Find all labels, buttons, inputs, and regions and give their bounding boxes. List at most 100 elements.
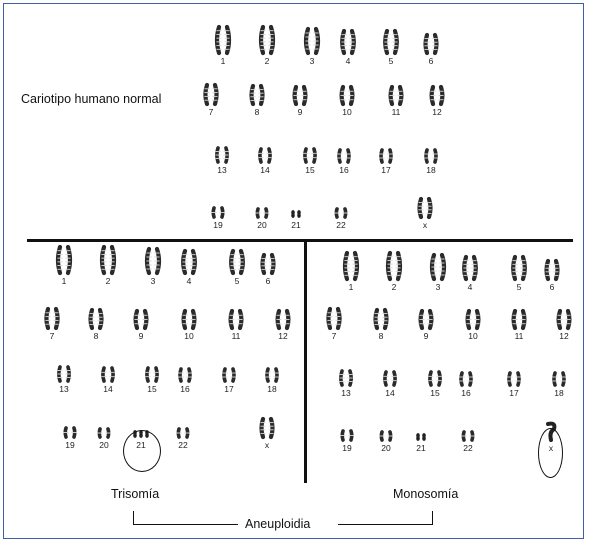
trisomy-chromosome-number-5: 5: [226, 276, 248, 286]
normal-chromosome-number-19: 19: [207, 220, 229, 230]
monosomy-chromosome-number-14: 14: [379, 388, 401, 398]
normal-chromosome-number-11: 11: [385, 107, 407, 117]
trisomy-chromosome-number-x: x: [256, 440, 278, 450]
monosomy-chromosome-number-18: 18: [548, 388, 570, 398]
trisomy-chromosome-number-13: 13: [53, 384, 75, 394]
normal-chromosome-pair-2: [254, 25, 280, 55]
normal-chromosome-number-9: 9: [289, 107, 311, 117]
normal-chromosome-pair-13: [209, 146, 235, 164]
monosomy-chromosome-pair-13: [333, 369, 359, 387]
monosomy-chromosome-pair-9: [413, 309, 439, 330]
monosomy-chromosome-number-21: 21: [410, 443, 432, 453]
normal-chromosome-pair-14: [252, 147, 278, 164]
trisomy-chromosome-pair-1: [51, 245, 77, 275]
monosomy-chromosome-pair-3: [425, 253, 451, 281]
normal-chromosome-number-16: 16: [333, 165, 355, 175]
trisomy-chromosome-number-12: 12: [272, 331, 294, 341]
vertical-divider: [304, 240, 307, 483]
monosomy-label: Monosomía: [393, 487, 458, 501]
normal-chromosome-pair-12: [424, 85, 450, 106]
normal-chromosome-number-12: 12: [426, 107, 448, 117]
trisomy-chromosome-number-9: 9: [130, 331, 152, 341]
monosomy-chromosome-pair-10: [460, 309, 486, 330]
trisomy-chromosome-pair-3: [140, 247, 166, 275]
normal-chromosome-number-3: 3: [301, 56, 323, 66]
trisomy-chromosome-number-2: 2: [97, 276, 119, 286]
monosomy-chromosome-number-15: 15: [424, 388, 446, 398]
trisomy-chromosome-pair-x: [254, 417, 280, 439]
trisomy-chromosome-number-10: 10: [178, 331, 200, 341]
normal-chromosome-number-1: 1: [212, 56, 234, 66]
monosomy-chromosome-pair-1: [338, 251, 364, 281]
normal-chromosome-number-5: 5: [380, 56, 402, 66]
normal-chromosome-pair-7: [198, 83, 224, 106]
trisomy-chromosome-number-4: 4: [178, 276, 200, 286]
monosomy-chromosome-pair-20: [373, 430, 399, 442]
trisomy-chromosome-pair-17: [216, 367, 242, 383]
trisomy-chromosome-number-1: 1: [53, 276, 75, 286]
monosomy-chromosome-pair-5: [506, 255, 532, 281]
monosomy-chromosome-number-16: 16: [455, 388, 477, 398]
normal-chromosome-pair-6: [418, 33, 444, 55]
trisomy-chromosome-pair-19: [57, 426, 83, 439]
monosomy-chromosome-number-8: 8: [370, 331, 392, 341]
normal-chromosome-number-21: 21: [285, 220, 307, 230]
normal-chromosome-pair-10: [334, 85, 360, 106]
trisomy-chromosome-pair-9: [128, 309, 154, 330]
bracket-right-bar: [338, 524, 433, 525]
trisomy-chromosome-number-15: 15: [141, 384, 163, 394]
monosomy-chromosome-number-12: 12: [553, 331, 575, 341]
horizontal-divider: [27, 239, 573, 242]
monosomy-chromosome-pair-17: [501, 371, 527, 387]
normal-chromosome-pair-11: [383, 85, 409, 106]
monosomy-x-circle: [538, 428, 563, 478]
normal-chromosome-number-10: 10: [336, 107, 358, 117]
trisomy-21-circle: [123, 430, 161, 472]
normal-chromosome-pair-22: [328, 207, 354, 219]
normal-karyotype-title: Cariotipo humano normal: [21, 92, 161, 106]
trisomy-chromosome-number-11: 11: [225, 331, 247, 341]
trisomy-chromosome-pair-13: [51, 365, 77, 383]
monosomy-chromosome-pair-22: [455, 430, 481, 442]
normal-chromosome-pair-x: [412, 197, 438, 219]
monosomy-chromosome-pair-19: [334, 429, 360, 442]
normal-chromosome-number-22: 22: [330, 220, 352, 230]
bracket-left-bar: [133, 524, 238, 525]
monosomy-chromosome-number-9: 9: [415, 331, 437, 341]
trisomy-chromosome-pair-22: [170, 427, 196, 439]
monosomy-chromosome-number-4: 4: [459, 282, 481, 292]
normal-chromosome-pair-5: [378, 29, 404, 55]
monosomy-chromosome-pair-14: [377, 370, 403, 387]
bracket-right-tick: [432, 511, 433, 525]
normal-chromosome-number-15: 15: [299, 165, 321, 175]
trisomy-chromosome-pair-11: [223, 309, 249, 330]
monosomy-chromosome-pair-18: [546, 371, 572, 387]
normal-chromosome-number-13: 13: [211, 165, 233, 175]
monosomy-chromosome-pair-6: [539, 259, 565, 281]
monosomy-chromosome-number-19: 19: [336, 443, 358, 453]
normal-chromosome-number-6: 6: [420, 56, 442, 66]
monosomy-chromosome-number-3: 3: [427, 282, 449, 292]
normal-chromosome-number-18: 18: [420, 165, 442, 175]
trisomy-chromosome-pair-7: [39, 307, 65, 330]
monosomy-chromosome-pair-11: [506, 309, 532, 330]
trisomy-chromosome-number-19: 19: [59, 440, 81, 450]
aneuploidy-label: Aneuploidia: [245, 517, 310, 531]
normal-chromosome-pair-16: [331, 148, 357, 164]
trisomy-chromosome-pair-2: [95, 245, 121, 275]
trisomy-chromosome-number-16: 16: [174, 384, 196, 394]
monosomy-chromosome-pair-4: [457, 255, 483, 281]
trisomy-chromosome-pair-6: [255, 253, 281, 275]
normal-chromosome-number-x: x: [414, 220, 436, 230]
trisomy-chromosome-pair-10: [176, 309, 202, 330]
monosomy-chromosome-number-22: 22: [457, 443, 479, 453]
monosomy-chromosome-pair-16: [453, 371, 479, 387]
trisomy-chromosome-number-6: 6: [257, 276, 279, 286]
trisomy-chromosome-number-20: 20: [93, 440, 115, 450]
monosomy-chromosome-number-1: 1: [340, 282, 362, 292]
bracket-left-tick: [133, 511, 134, 525]
normal-chromosome-pair-4: [335, 29, 361, 55]
monosomy-chromosome-number-17: 17: [503, 388, 525, 398]
trisomy-chromosome-pair-20: [91, 427, 117, 439]
normal-chromosome-pair-8: [244, 84, 270, 106]
